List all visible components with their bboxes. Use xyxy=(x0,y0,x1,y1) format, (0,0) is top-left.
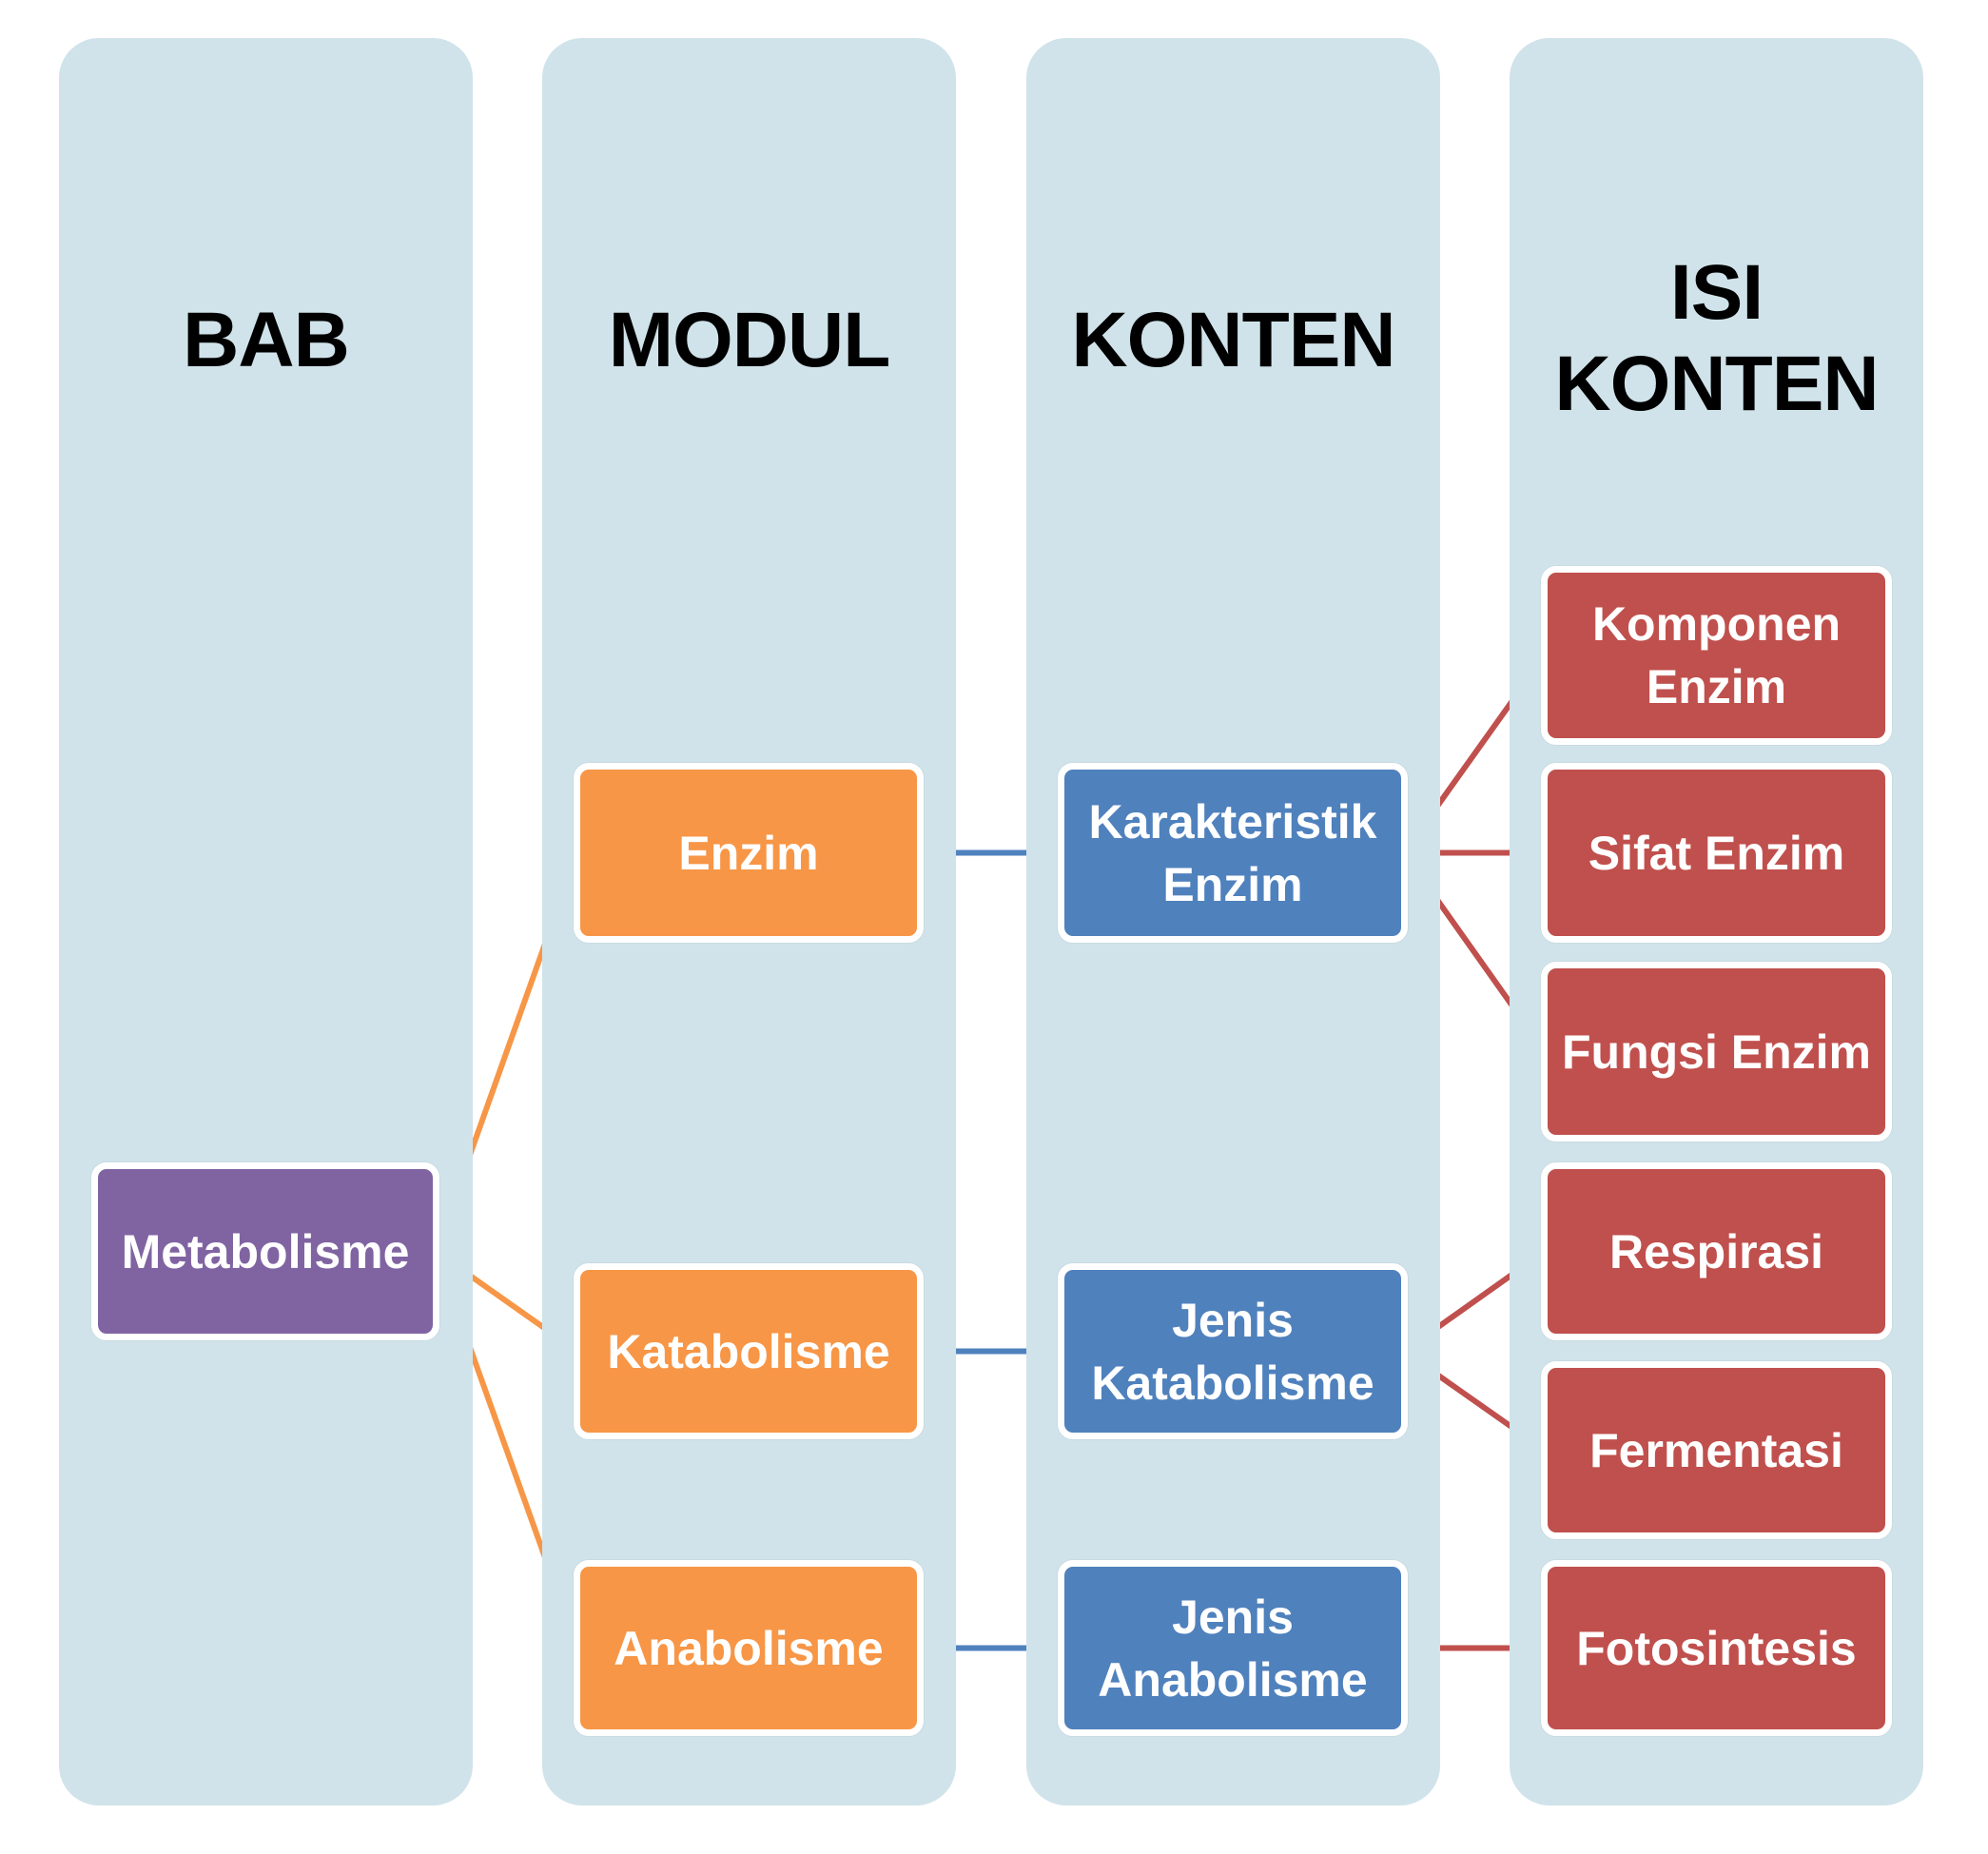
node-fotosintesis[interactable]: Fotosintesis xyxy=(1541,1560,1892,1736)
node-label: Sifat Enzim xyxy=(1588,826,1845,880)
node-sifat-enzim[interactable]: Sifat Enzim xyxy=(1541,763,1892,943)
node-label-line2: Enzim xyxy=(1646,660,1787,713)
node-fermentasi[interactable]: Fermentasi xyxy=(1541,1361,1892,1539)
node-label-line1: Karakteristik xyxy=(1088,794,1377,849)
node-label-line1: Jenis xyxy=(1172,1293,1294,1347)
column-title-bab: BAB xyxy=(183,297,350,383)
node-fungsi-enzim[interactable]: Fungsi Enzim xyxy=(1541,962,1892,1142)
node-label: Metabolisme xyxy=(121,1224,410,1278)
node-label-line1: Jenis xyxy=(1172,1590,1294,1644)
column-title-konten: KONTEN xyxy=(1071,297,1395,383)
node-label: Fotosintesis xyxy=(1576,1621,1857,1675)
node-label-line2: Enzim xyxy=(1162,857,1303,911)
node-katabolisme[interactable]: Katabolisme xyxy=(574,1263,924,1439)
node-enzim[interactable]: Enzim xyxy=(574,763,924,943)
node-jenis-anabolisme[interactable]: Jenis Anabolisme xyxy=(1058,1560,1408,1736)
node-jenis-katabolisme[interactable]: Jenis Katabolisme xyxy=(1058,1263,1408,1439)
node-metabolisme[interactable]: Metabolisme xyxy=(91,1162,439,1340)
column-title-isi-konten-line1: ISI xyxy=(1669,249,1764,336)
node-label: Anabolisme xyxy=(614,1621,884,1675)
node-anabolisme[interactable]: Anabolisme xyxy=(574,1560,924,1736)
node-karakteristik-enzim[interactable]: Karakteristik Enzim xyxy=(1058,763,1408,943)
node-label-line2: Anabolisme xyxy=(1098,1652,1368,1707)
node-label-line2: Katabolisme xyxy=(1091,1356,1374,1410)
node-label: Enzim xyxy=(678,826,819,880)
node-respirasi[interactable]: Respirasi xyxy=(1541,1162,1892,1340)
node-komponen-enzim[interactable]: Komponen Enzim xyxy=(1541,566,1892,745)
node-label: Katabolisme xyxy=(607,1324,890,1378)
node-label: Fermentasi xyxy=(1589,1423,1843,1477)
column-title-modul: MODUL xyxy=(608,297,891,383)
column-title-isi-konten: ISI KONTEN xyxy=(1510,247,1923,430)
node-label-line1: Komponen xyxy=(1591,597,1842,651)
node-label: Respirasi xyxy=(1608,1224,1824,1278)
column-title-isi-konten-line2: KONTEN xyxy=(1554,341,1879,427)
node-label: Fungsi Enzim xyxy=(1562,1025,1871,1079)
column-bab: BAB xyxy=(59,38,473,1805)
